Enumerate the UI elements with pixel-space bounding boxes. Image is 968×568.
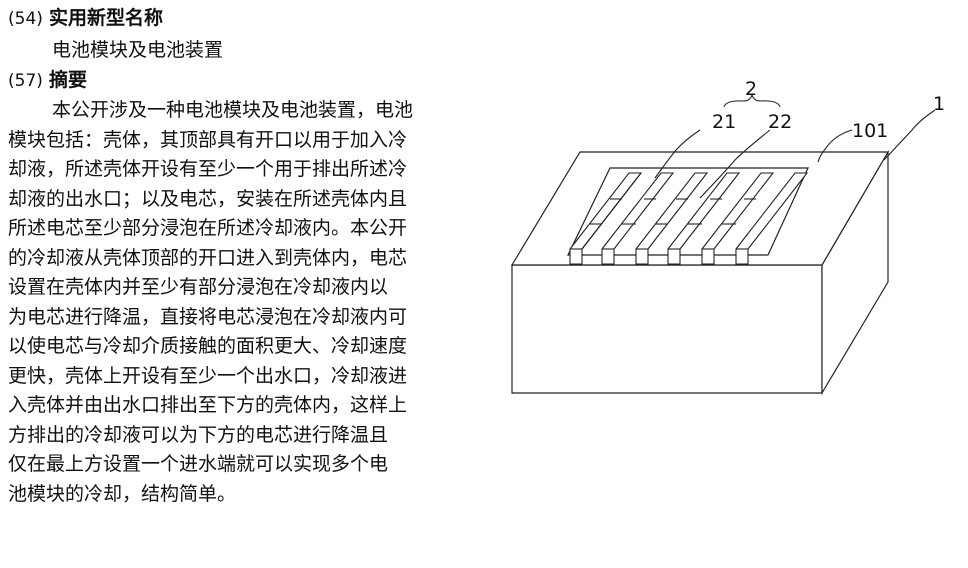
housing-outline: [510, 149, 890, 396]
abstract-line: 以使电芯与冷却介质接触的面积更大、冷却速度: [8, 335, 408, 357]
battery-module-figure: 2 21 22 101 1: [510, 78, 945, 396]
ref-numeral-2: 2: [745, 78, 757, 100]
reference-numerals: 2 21 22 101 1: [712, 78, 945, 142]
abstract-line: 却液，所述壳体开设有至少一个用于排出所述冷: [8, 158, 408, 180]
abstract-line: 更快，壳体上开设有至少一个出水口，冷却液进: [8, 364, 408, 387]
section-54-number: (54): [8, 9, 43, 29]
abstract-line: 所述电芯至少部分浸泡在所述冷却液内。本公开: [8, 217, 408, 239]
abstract-line: 入壳体并由出水口排出至下方的壳体内，这样上: [8, 394, 408, 416]
abstract-line: 的冷却液从壳体顶部的开口进入到壳体内，电芯: [8, 246, 408, 269]
ref-numeral-22: 22: [768, 111, 792, 133]
section-54-heading: (54) 实用新型名称: [8, 6, 163, 31]
section-57-heading: (57) 摘要: [8, 68, 87, 93]
abstract-line: 本公开涉及一种电池模块及电池装置，电池: [52, 99, 414, 121]
ref-numeral-21: 21: [712, 111, 736, 133]
cell-stack: [569, 172, 809, 265]
leader-lines: [654, 93, 936, 199]
ref-numeral-101: 101: [852, 120, 888, 142]
abstract-line: 却液的出水口；以及电芯，安装在所述壳体内且: [8, 187, 408, 210]
section-54-title: 实用新型名称: [48, 7, 163, 29]
section-57-number: (57): [8, 71, 43, 91]
ref-numeral-1: 1: [933, 93, 945, 115]
abstract-line: 设置在壳体内并至少有部分浸泡在冷却液内以: [8, 276, 389, 298]
abstract-line: 为电芯进行降温，直接将电芯浸泡在冷却液内可: [8, 305, 408, 328]
abstract-line: 池模块的冷却，结构简单。: [8, 482, 237, 505]
abstract-body: 本公开涉及一种电池模块及电池装置，电池 模块包括：壳体，其顶部具有开口以用于加入…: [8, 96, 478, 509]
abstract-line: 仅在最上方设置一个进水端就可以实现多个电: [8, 453, 389, 475]
abstract-line: 模块包括：壳体，其顶部具有开口以用于加入冷: [8, 128, 408, 151]
abstract-line: 方排出的冷却液可以为下方的电芯进行降温且: [8, 423, 389, 446]
utility-model-title: 电池模块及电池装置: [52, 39, 224, 61]
section-57-title: 摘要: [48, 69, 87, 91]
